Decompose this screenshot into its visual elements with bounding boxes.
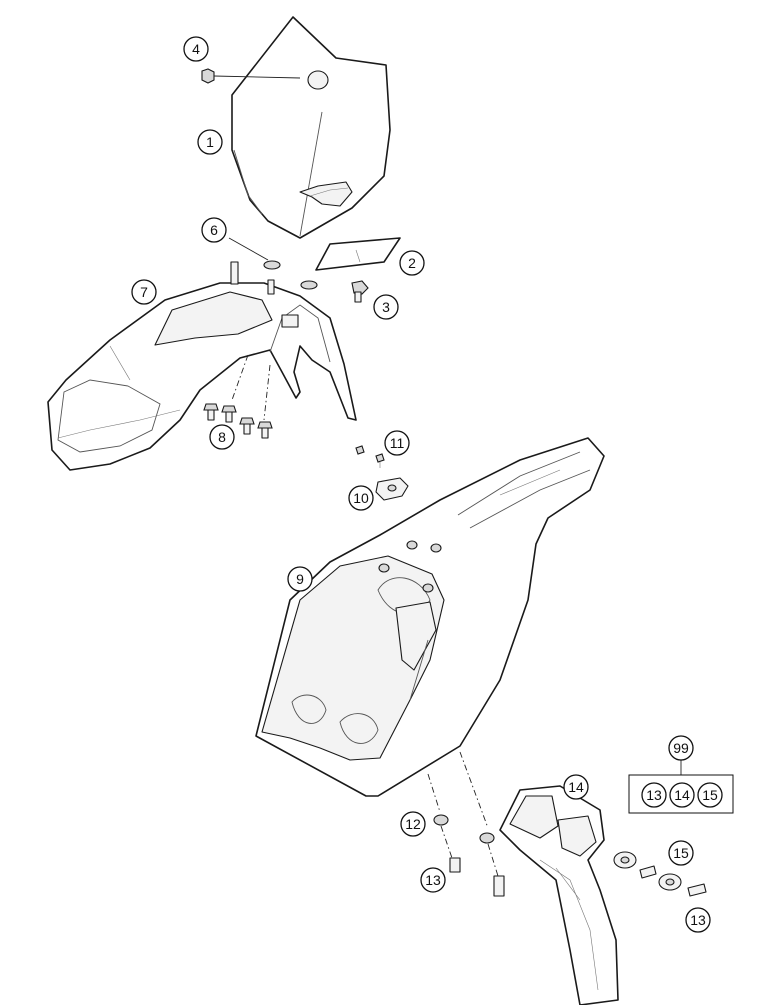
small-screws (355, 445, 385, 468)
plate-screw (201, 68, 301, 84)
callout-4: 4 (183, 36, 209, 62)
rubber-buffer (228, 237, 318, 290)
callout-15-grommet: 15 (668, 840, 694, 866)
svg-text:15: 15 (702, 787, 718, 803)
leader-rear-12 (427, 773, 441, 813)
callout-13-kit: 13 (641, 782, 667, 808)
callout-9: 9 (287, 566, 313, 592)
fender-screw-3 (351, 280, 369, 303)
callout-12: 12 (400, 811, 426, 837)
fender-screws (203, 354, 273, 439)
svg-text:2: 2 (408, 255, 416, 271)
rubber-grommets (613, 851, 707, 897)
svg-text:13: 13 (425, 872, 441, 888)
svg-text:12: 12 (405, 816, 421, 832)
callout-6: 6 (201, 217, 227, 243)
svg-text:9: 9 (296, 571, 304, 587)
front-fender (47, 261, 357, 471)
callout-13-grommet: 13 (685, 907, 711, 933)
callout-1: 1 (197, 129, 223, 155)
filter-box-cover (499, 785, 619, 1005)
svg-text:13: 13 (646, 787, 662, 803)
rear-fender (255, 437, 605, 797)
callout-10: 10 (348, 485, 374, 511)
callout-2: 2 (399, 250, 425, 276)
svg-text:15: 15 (673, 845, 689, 861)
callout-13-rear: 13 (420, 867, 446, 893)
number-plate (231, 16, 391, 239)
svg-text:10: 10 (353, 490, 369, 506)
svg-text:14: 14 (568, 779, 584, 795)
svg-text:4: 4 (192, 41, 200, 57)
callout-14-kit: 14 (669, 782, 695, 808)
callout-14-cover: 14 (563, 774, 589, 800)
callout-11: 11 (384, 430, 410, 456)
kit-99-group (628, 760, 734, 814)
callout-7: 7 (131, 279, 157, 305)
svg-text:11: 11 (390, 435, 405, 451)
callout-15-kit: 15 (697, 782, 723, 808)
svg-text:3: 3 (382, 299, 390, 315)
svg-text:13: 13 (690, 912, 706, 928)
callout-3: 3 (373, 294, 399, 320)
clip-nut (375, 477, 409, 501)
svg-text:8: 8 (218, 429, 226, 445)
callout-99: 99 (668, 735, 694, 761)
svg-text:7: 7 (140, 284, 148, 300)
svg-text:1: 1 (206, 134, 214, 150)
leader-rear-12b (459, 751, 489, 829)
svg-text:6: 6 (210, 222, 218, 238)
svg-text:14: 14 (674, 787, 690, 803)
callout-8: 8 (209, 424, 235, 450)
svg-text:99: 99 (673, 740, 689, 756)
sticker-plate (315, 237, 401, 271)
rear-bushings (433, 814, 505, 897)
